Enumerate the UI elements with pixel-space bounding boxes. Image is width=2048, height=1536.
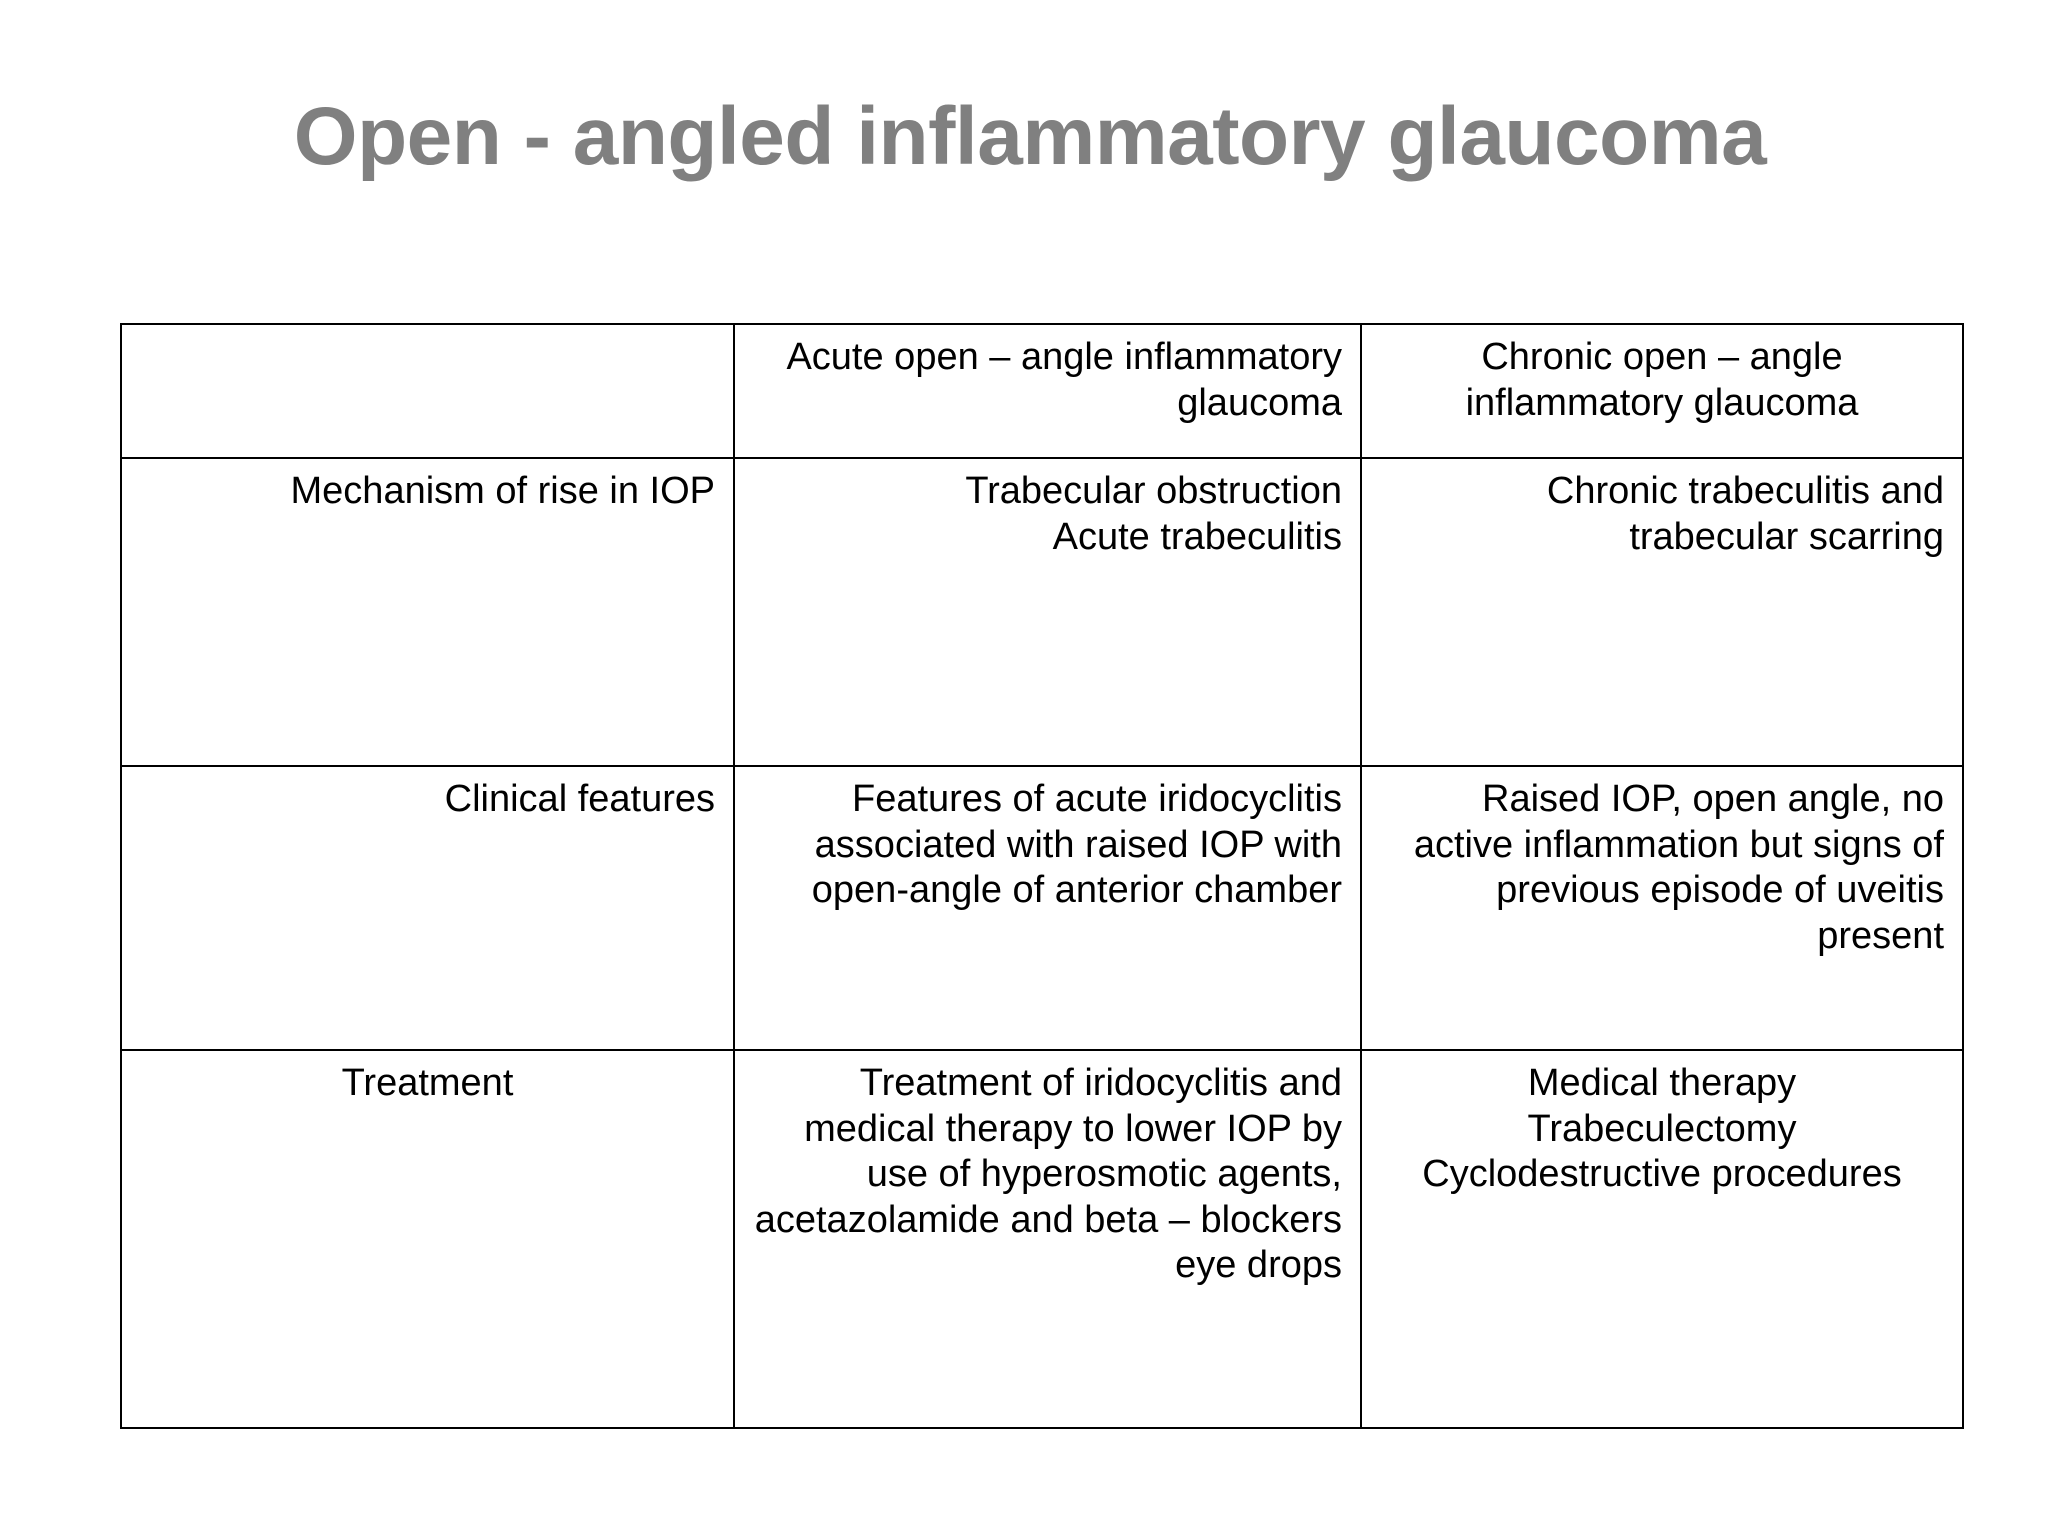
cell-clinical-acute: Features of acute iridocyclitis associat… [733, 765, 1362, 1051]
column-header-acute: Acute open – angle inflammatory glaucoma [733, 323, 1362, 459]
row-label-mechanism: Mechanism of rise in IOP [120, 457, 735, 767]
cell-clinical-chronic: Raised IOP, open angle, no active inflam… [1360, 765, 1964, 1051]
row-label-clinical-features: Clinical features [120, 765, 735, 1051]
table-row: Mechanism of rise in IOP Trabecular obst… [120, 457, 1964, 767]
cell-treatment-acute: Treatment of iridocyclitis and medical t… [733, 1049, 1362, 1429]
table-row: Treatment Treatment of iridocyclitis and… [120, 1049, 1964, 1429]
comparison-table-container: Acute open – angle inflammatory glaucoma… [120, 323, 1964, 1429]
table-row: Clinical features Features of acute irid… [120, 765, 1964, 1051]
comparison-table: Acute open – angle inflammatory glaucoma… [120, 323, 1964, 1429]
table-header-row: Acute open – angle inflammatory glaucoma… [120, 323, 1964, 459]
column-header-chronic: Chronic open – angle inflammatory glauco… [1360, 323, 1964, 459]
cell-mechanism-chronic: Chronic trabeculitis and trabecular scar… [1360, 457, 1964, 767]
table-corner-cell [120, 323, 735, 459]
page-title: Open - angled inflammatory glaucoma [293, 91, 1767, 182]
row-label-treatment: Treatment [120, 1049, 735, 1429]
